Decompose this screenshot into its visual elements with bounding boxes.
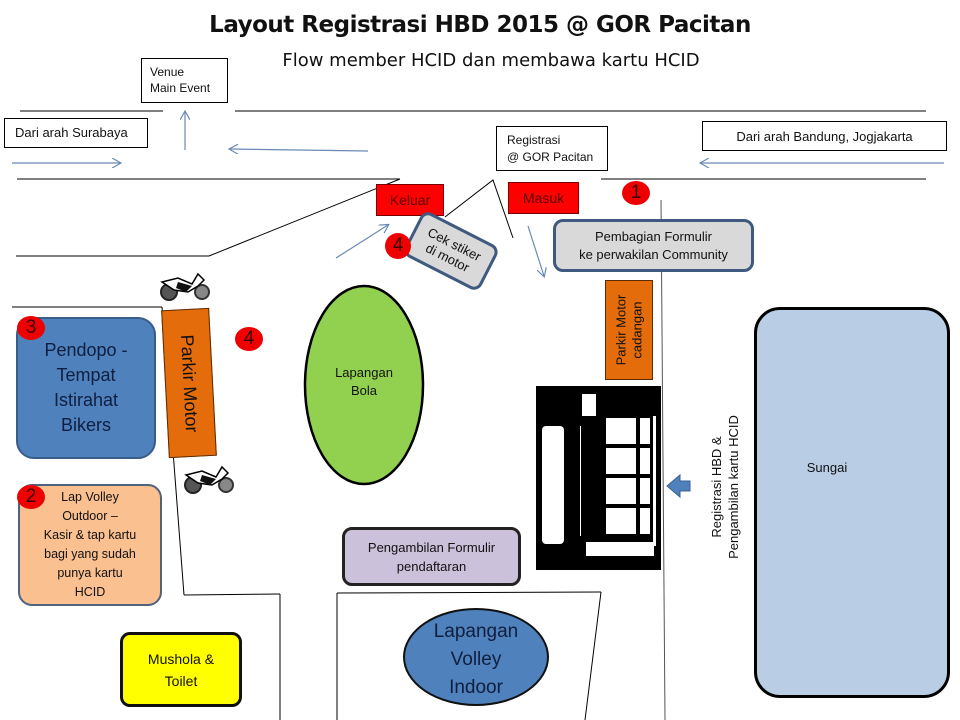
lap-volley-outdoor-box: Lap Volley Outdoor – Kasir & tap kartu b… [18,484,162,606]
volley-indoor-label: Lapangan Volley Indoor [404,618,548,702]
tap-station-row [586,542,654,556]
registrasi-box: Registrasi @ GOR Pacitan [496,126,608,171]
from-surabaya-box: Dari arah Surabaya [4,118,148,148]
pendopo-box: Pendopo - Tempat Istirahat Bikers [16,317,156,459]
mushola-label: Mushola & [147,650,215,667]
registrasi-hbd-label: Registrasi HBD & Pengambilan kartu HCID [708,397,742,577]
masuk-sign: Masuk [508,182,579,214]
parkir-motor-label: Parkir Motor [176,333,203,433]
parkir-cadangan-text: cadangan [629,301,645,359]
parkir-cadangan-text: Parkir Motor [613,294,629,366]
boundary [183,593,281,596]
motorcycle-icon [184,465,234,494]
volley-indoor-text: Indoor [449,677,503,698]
arrow-double-icon [580,426,581,536]
pengambilan-formulir-box: Pengambilan Formulir pendaftaran [342,527,521,586]
mushola-label: Toilet [164,672,198,689]
pembagian-label: ke perwakilan Community [579,246,728,262]
step-badge-3: 3 [17,316,45,340]
pembagian-formulir-box: Pembagian Formulir ke perwakilan Communi… [553,219,754,272]
from-bandung-label: Dari arah Bandung, Jogjakarta [736,128,913,144]
step-badge-1: 1 [622,181,650,205]
lap-volley-label: HCID [74,585,106,599]
lap-volley-label: Lap Volley [61,490,119,504]
counter [606,478,636,504]
mushola-toilet-box: Mushola & Toilet [120,632,242,707]
lapangan-bola-label: Lapangan Bola [305,364,423,400]
venue-label: Venue [150,65,185,79]
desk [640,478,650,504]
arrow-left-icon [230,149,369,151]
registrasi-label: @ GOR Pacitan [507,150,594,164]
counter [606,418,636,444]
boundary [660,199,666,720]
parkir-cadangan-label: Parkir Motor cadangan [613,295,645,366]
registrasi-hbd-text: Pengambilan kartu HCID [726,415,741,559]
step-badge-2: 2 [17,485,45,509]
pendopo-label: Tempat [56,365,116,385]
lapangan-bola-text: Bola [350,383,378,398]
arrow-up-right-icon [335,225,388,259]
keluar-sign: Keluar [376,184,444,216]
registrasi-label: Registrasi [507,133,561,147]
lap-volley-label: punya kartu [57,566,123,580]
pendopo-label: Istirahat [53,390,119,410]
waiting-area-box [542,426,564,544]
sungai-box: Sungai [754,307,950,698]
lapangan-bola-text: Lapangan [335,365,393,380]
pendopo-label: Bikers [60,415,111,435]
kasir-box [582,394,596,416]
lap-volley-label: bagi yang sudah [44,547,136,561]
venue-label: Main Event [150,81,211,95]
parkir-motor-box: Parkir Motor [161,307,217,459]
boundary [584,591,602,720]
registration-floorplan [536,386,661,570]
desk [640,448,650,474]
pengambilan-label: pendaftaran [396,558,467,574]
page-subtitle: Flow member HCID dan membawa kartu HCID [282,50,700,71]
wall [653,416,656,546]
pembagian-label: Pembagian Formulir [594,228,713,244]
page-title: Layout Registrasi HBD 2015 @ GOR Pacitan [209,12,751,38]
block-arrow-left-icon [666,473,691,499]
step-badge-4: 4 [235,327,263,351]
venue-box: Venue Main Event [141,58,228,103]
counter [606,508,636,534]
from-bandung-box: Dari arah Bandung, Jogjakarta [702,121,947,151]
volley-indoor-text: Lapangan [433,621,519,642]
masuk-label: Masuk [522,190,565,206]
desk [640,508,650,534]
sungai-label: Sungai [806,460,848,475]
triangle-island [444,179,514,239]
exit-road [208,178,401,257]
parkir-cadangan-box: Parkir Motor cadangan [605,280,653,380]
registrasi-hbd-text: Registrasi HBD & [709,436,724,538]
pendopo-label: Pendopo - [44,340,128,360]
from-surabaya-label: Dari arah Surabaya [15,125,128,140]
motorcycle-icon [160,272,210,301]
lap-volley-label: Outdoor – [62,509,118,523]
keluar-label: Keluar [389,192,431,208]
volley-indoor-text: Volley [450,649,502,670]
counter [606,448,636,474]
desk [640,418,650,444]
pengambilan-label: Pengambilan Formulir [367,539,496,555]
volley-indoor-shape [403,608,549,706]
step-badge-4: 4 [385,233,411,259]
boundary [336,591,602,594]
arrow-down-icon [527,225,544,276]
lapangan-bola-shape [303,284,425,486]
lap-volley-label: Kasir & tap kartu [43,528,137,542]
